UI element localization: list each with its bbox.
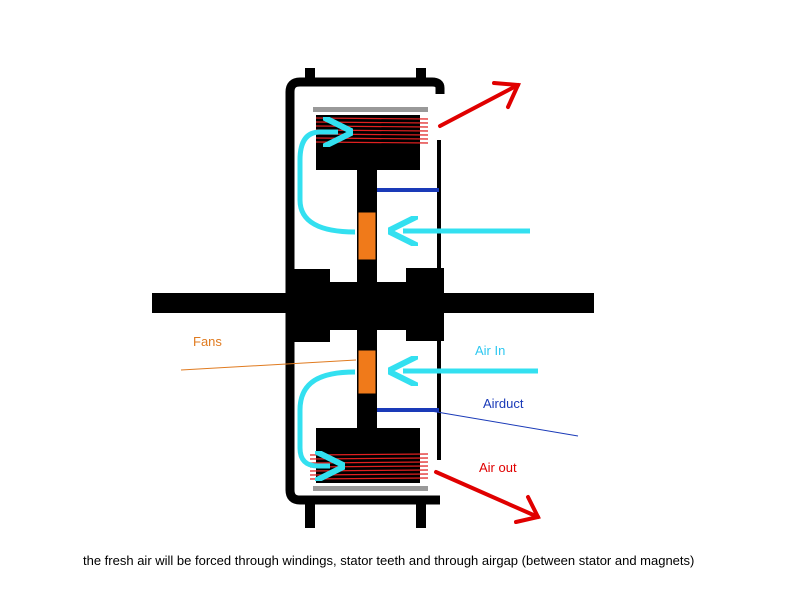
housing-liner [313, 107, 428, 112]
hub [290, 269, 330, 342]
diagram-caption: the fresh air will be forced through win… [83, 553, 695, 568]
housing-foot [416, 500, 426, 528]
airduct-label: Airduct [483, 396, 524, 411]
housing [285, 77, 445, 505]
hub-bearing [406, 268, 444, 341]
air-out-arrow-bottom [434, 470, 541, 524]
fans-pointer-line [180, 359, 357, 371]
magnet-top [357, 211, 377, 261]
housing-foot [305, 500, 315, 528]
housing-foot [305, 68, 315, 84]
air-flow-path-bottom [297, 369, 356, 466]
air-flow-path-top [297, 132, 356, 235]
air-in-label: Air In [475, 343, 506, 358]
air-out-arrow-top [438, 81, 521, 128]
fans-label: Fans [193, 334, 222, 349]
housing-liner [313, 486, 428, 491]
housing-foot [416, 68, 426, 84]
magnet-bottom [357, 349, 377, 395]
air-out-label: Air out [479, 460, 517, 475]
airduct-pointer-line [424, 409, 579, 437]
